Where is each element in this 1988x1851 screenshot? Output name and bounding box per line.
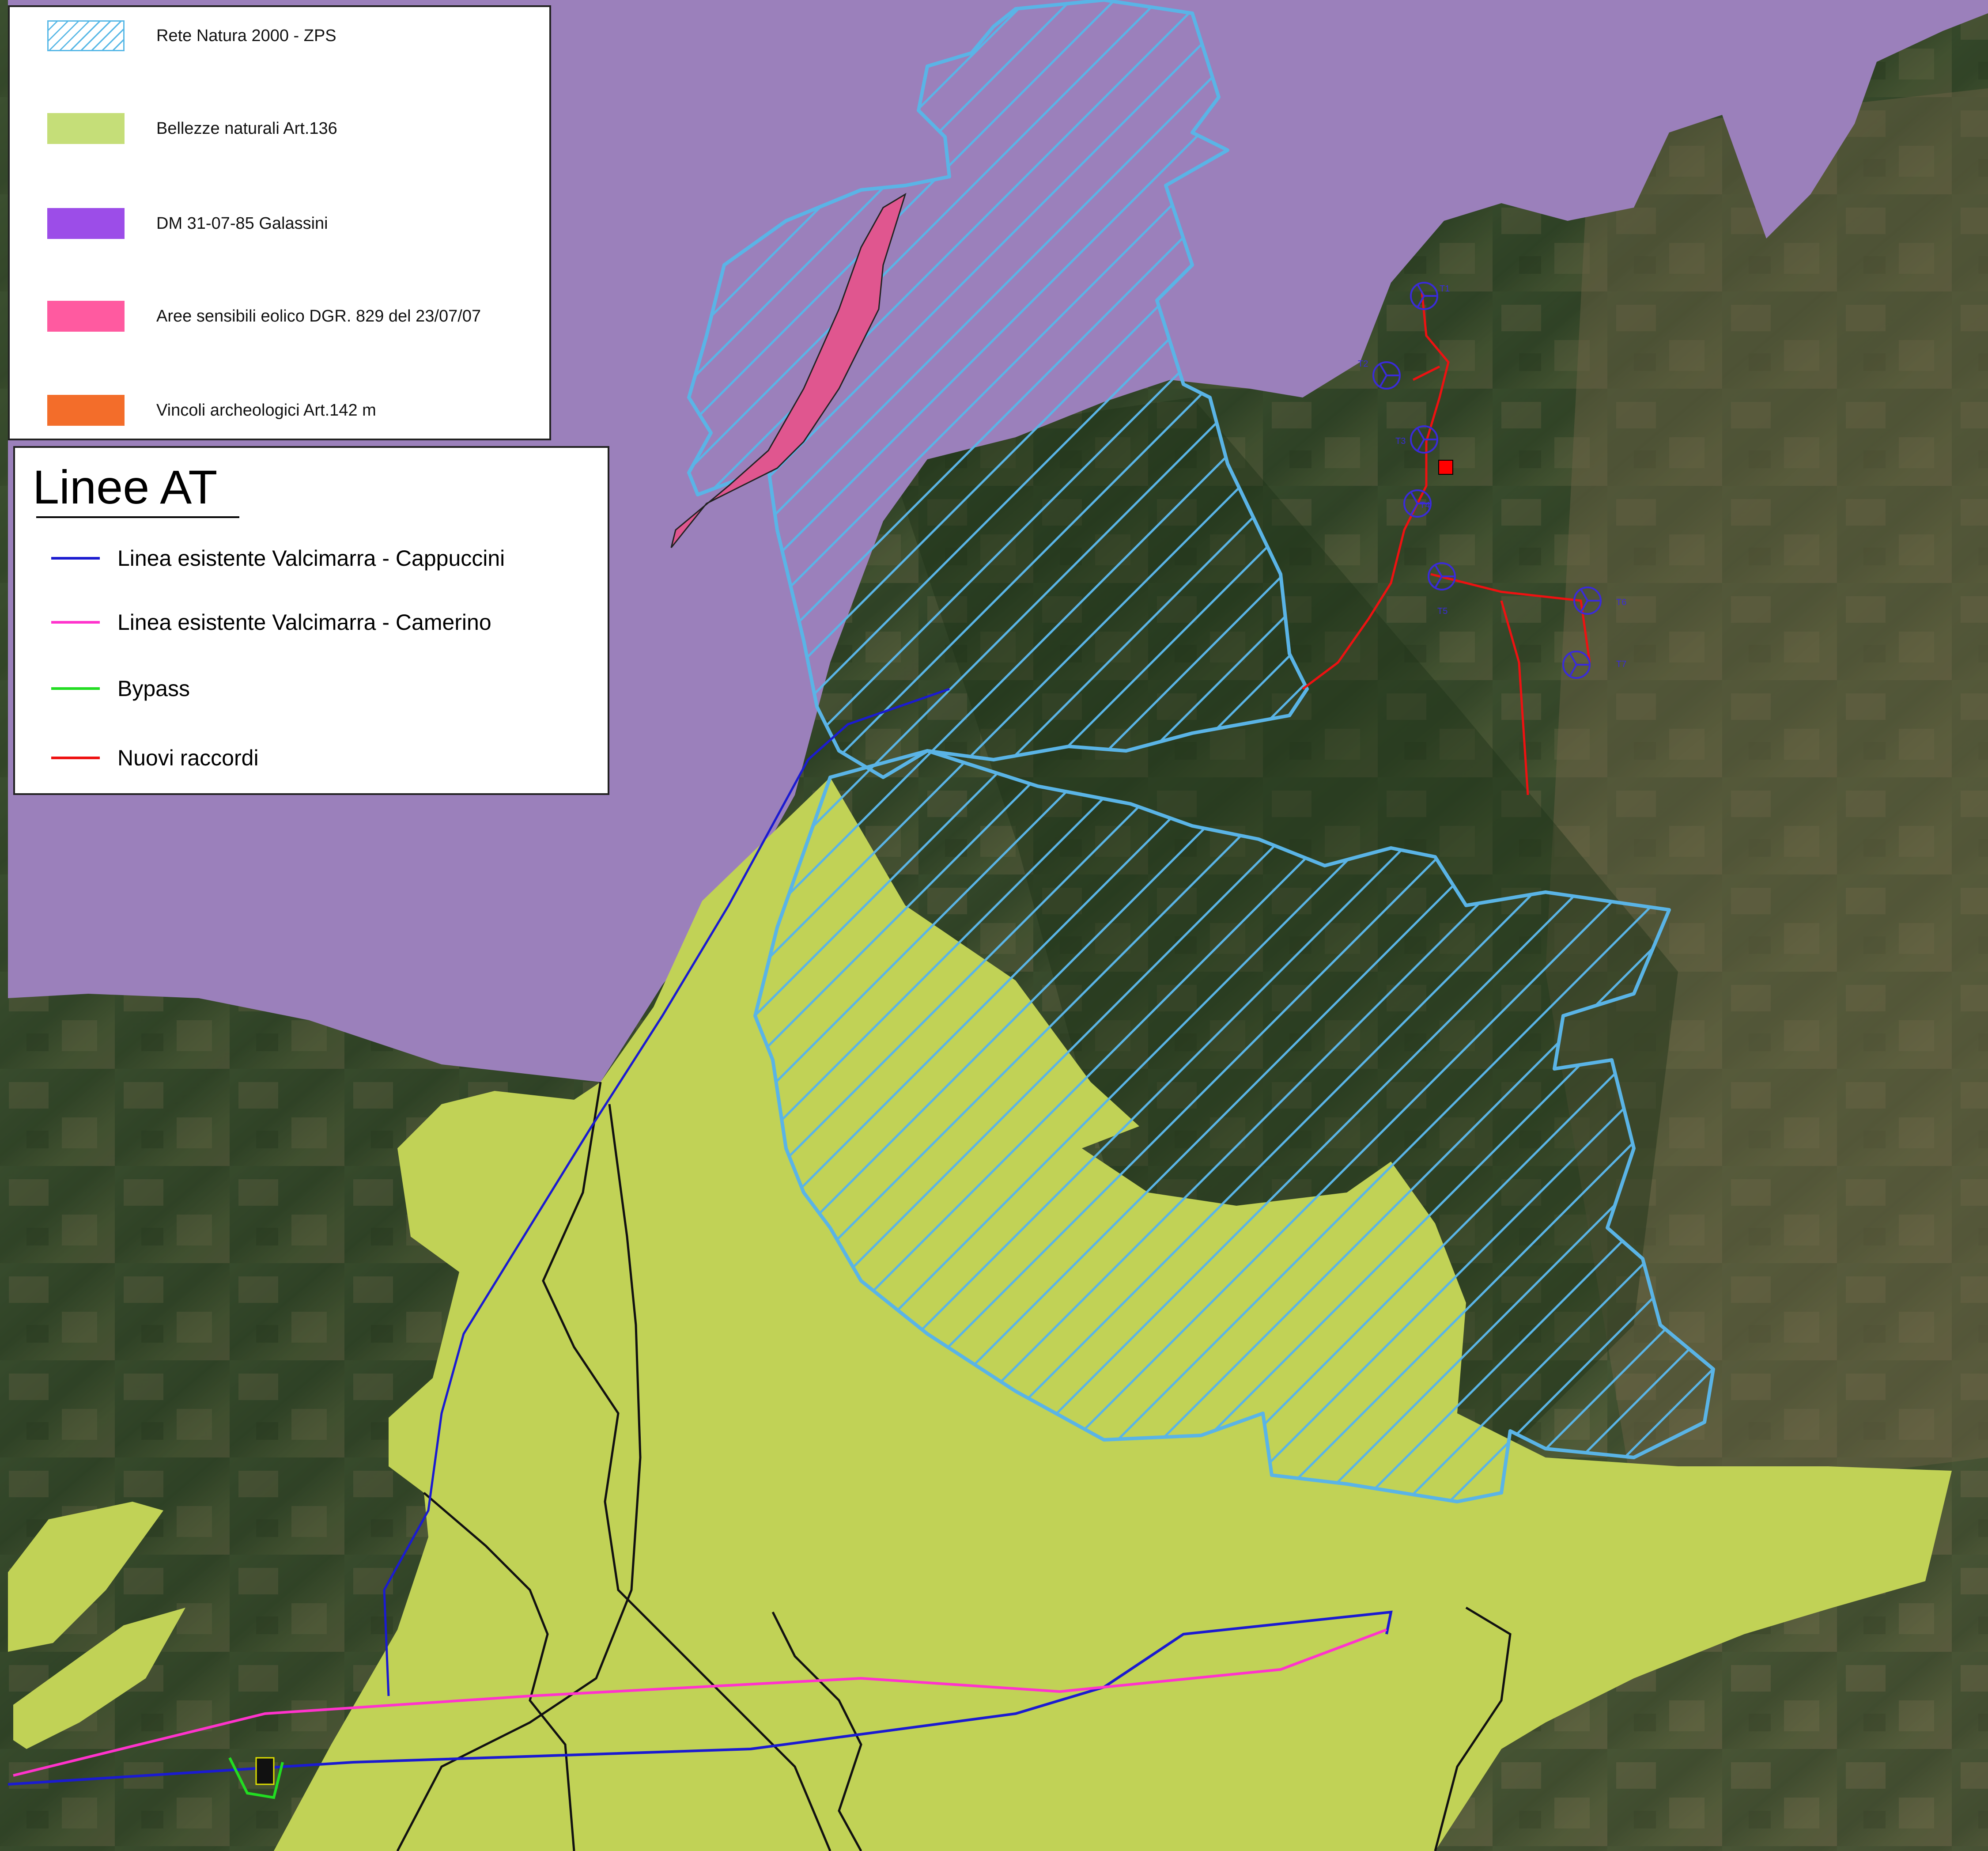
legend-linee-at: Linee AT Linea esistente Valcimarra - Ca… xyxy=(13,446,609,795)
legend-label-bellezze: Bellezze naturali Art.136 xyxy=(156,119,337,138)
legend-item-bypass: Bypass xyxy=(51,675,190,702)
legend-item-raccordi: Nuovi raccordi xyxy=(51,745,259,771)
turbine-t6 xyxy=(1573,587,1602,615)
camerino-line-swatch xyxy=(51,621,100,624)
turbine-label-t7: T7 xyxy=(1616,659,1626,669)
legend-title-underline xyxy=(36,516,239,518)
galassini-swatch xyxy=(47,208,125,239)
turbine-blade xyxy=(1417,439,1425,451)
aree-sensibili-eolico-area xyxy=(670,193,907,548)
legend-label-zps: Rete Natura 2000 - ZPS xyxy=(156,26,336,45)
turbine-label-t2: T2 xyxy=(1358,359,1368,369)
turbine-t5 xyxy=(1428,562,1456,591)
turbine-t2 xyxy=(1372,361,1401,390)
turbine-markers xyxy=(1372,282,1602,679)
turbine-blade xyxy=(1380,364,1387,376)
legend-vincoli: Rete Natura 2000 - ZPS Bellezze naturali… xyxy=(8,5,551,440)
bellezze-naturali-west-1 xyxy=(8,1502,163,1652)
turbine-blade xyxy=(1410,503,1418,515)
legend-item-cappuccini: Linea esistente Valcimarra - Cappuccini xyxy=(51,545,505,572)
eolico-swatch xyxy=(47,301,125,332)
legend-item-camerino: Linea esistente Valcimarra - Camerino xyxy=(51,609,491,636)
legend-label-galassini: DM 31-07-85 Galassini xyxy=(156,214,328,233)
legend-label-cappuccini: Linea esistente Valcimarra - Cappuccini xyxy=(117,546,505,571)
turbine-blade xyxy=(1569,653,1577,666)
zps-south-area xyxy=(753,749,1715,1503)
turbine-t7 xyxy=(1562,651,1591,679)
turbine-t1 xyxy=(1410,282,1438,310)
legend-label-raccordi: Nuovi raccordi xyxy=(117,746,259,770)
legend-item-eolico: Aree sensibili eolico DGR. 829 del 23/07… xyxy=(47,301,481,332)
turbine-blade xyxy=(1435,565,1443,577)
turbine-label-t5: T5 xyxy=(1437,606,1448,616)
turbine-label-t1: T1 xyxy=(1440,284,1450,294)
bellezze-naturali-west-2 xyxy=(13,1608,185,1749)
terrain-east-fields xyxy=(1546,88,1988,1502)
archeologici-swatch xyxy=(47,395,125,426)
linea-valcimarra-cappuccini xyxy=(8,1610,1393,1786)
bypass-line xyxy=(228,1757,284,1799)
cappuccini-line-swatch xyxy=(51,557,100,560)
valcimarra-station xyxy=(255,1757,275,1785)
turbine-label-t4: T4 xyxy=(1420,500,1430,510)
nuovi-raccordi-line xyxy=(1302,291,1591,795)
turbine-label-t6: T6 xyxy=(1616,598,1626,607)
legend-item-galassini: DM 31-07-85 Galassini xyxy=(47,208,328,239)
municipal-boundaries xyxy=(396,1082,1512,1851)
legend-title: Linee AT xyxy=(33,460,218,514)
turbine-labels: T1 T2 T3 T4 T5 T6 T7 xyxy=(1358,284,1626,669)
legend-label-archeologici: Vincoli archeologici Art.142 m xyxy=(156,401,376,420)
legend-item-archeologici: Vincoli archeologici Art.142 m xyxy=(47,395,376,426)
substation-marker xyxy=(1438,460,1453,475)
zps-swatch xyxy=(47,20,125,51)
raccordi-line-swatch xyxy=(51,757,100,759)
legend-label-camerino: Linea esistente Valcimarra - Camerino xyxy=(117,610,491,635)
turbine-blade xyxy=(1435,575,1443,588)
legend-label-eolico: Aree sensibili eolico DGR. 829 del 23/07… xyxy=(156,307,481,326)
turbine-t4 xyxy=(1403,489,1432,518)
linea-valcimarra-camerino xyxy=(13,1628,1387,1777)
turbine-blade xyxy=(1410,492,1418,504)
turbine-blade xyxy=(1417,428,1425,440)
legend-item-zps: Rete Natura 2000 - ZPS xyxy=(47,20,336,51)
legend-item-bellezze: Bellezze naturali Art.136 xyxy=(47,113,337,144)
turbine-label-t3: T3 xyxy=(1395,436,1406,446)
turbine-t3 xyxy=(1410,425,1438,454)
turbine-blade xyxy=(1380,375,1387,387)
bypass-line-swatch xyxy=(51,687,100,690)
linea-valcimarra-cappuccini-north xyxy=(383,688,950,1696)
bellezze-swatch xyxy=(47,113,125,144)
turbine-blade xyxy=(1580,600,1588,612)
turbine-blade xyxy=(1580,589,1588,602)
legend-label-bypass: Bypass xyxy=(117,676,190,701)
turbine-blade xyxy=(1569,664,1577,676)
turbine-blade xyxy=(1417,284,1425,296)
turbine-blade xyxy=(1417,295,1425,307)
